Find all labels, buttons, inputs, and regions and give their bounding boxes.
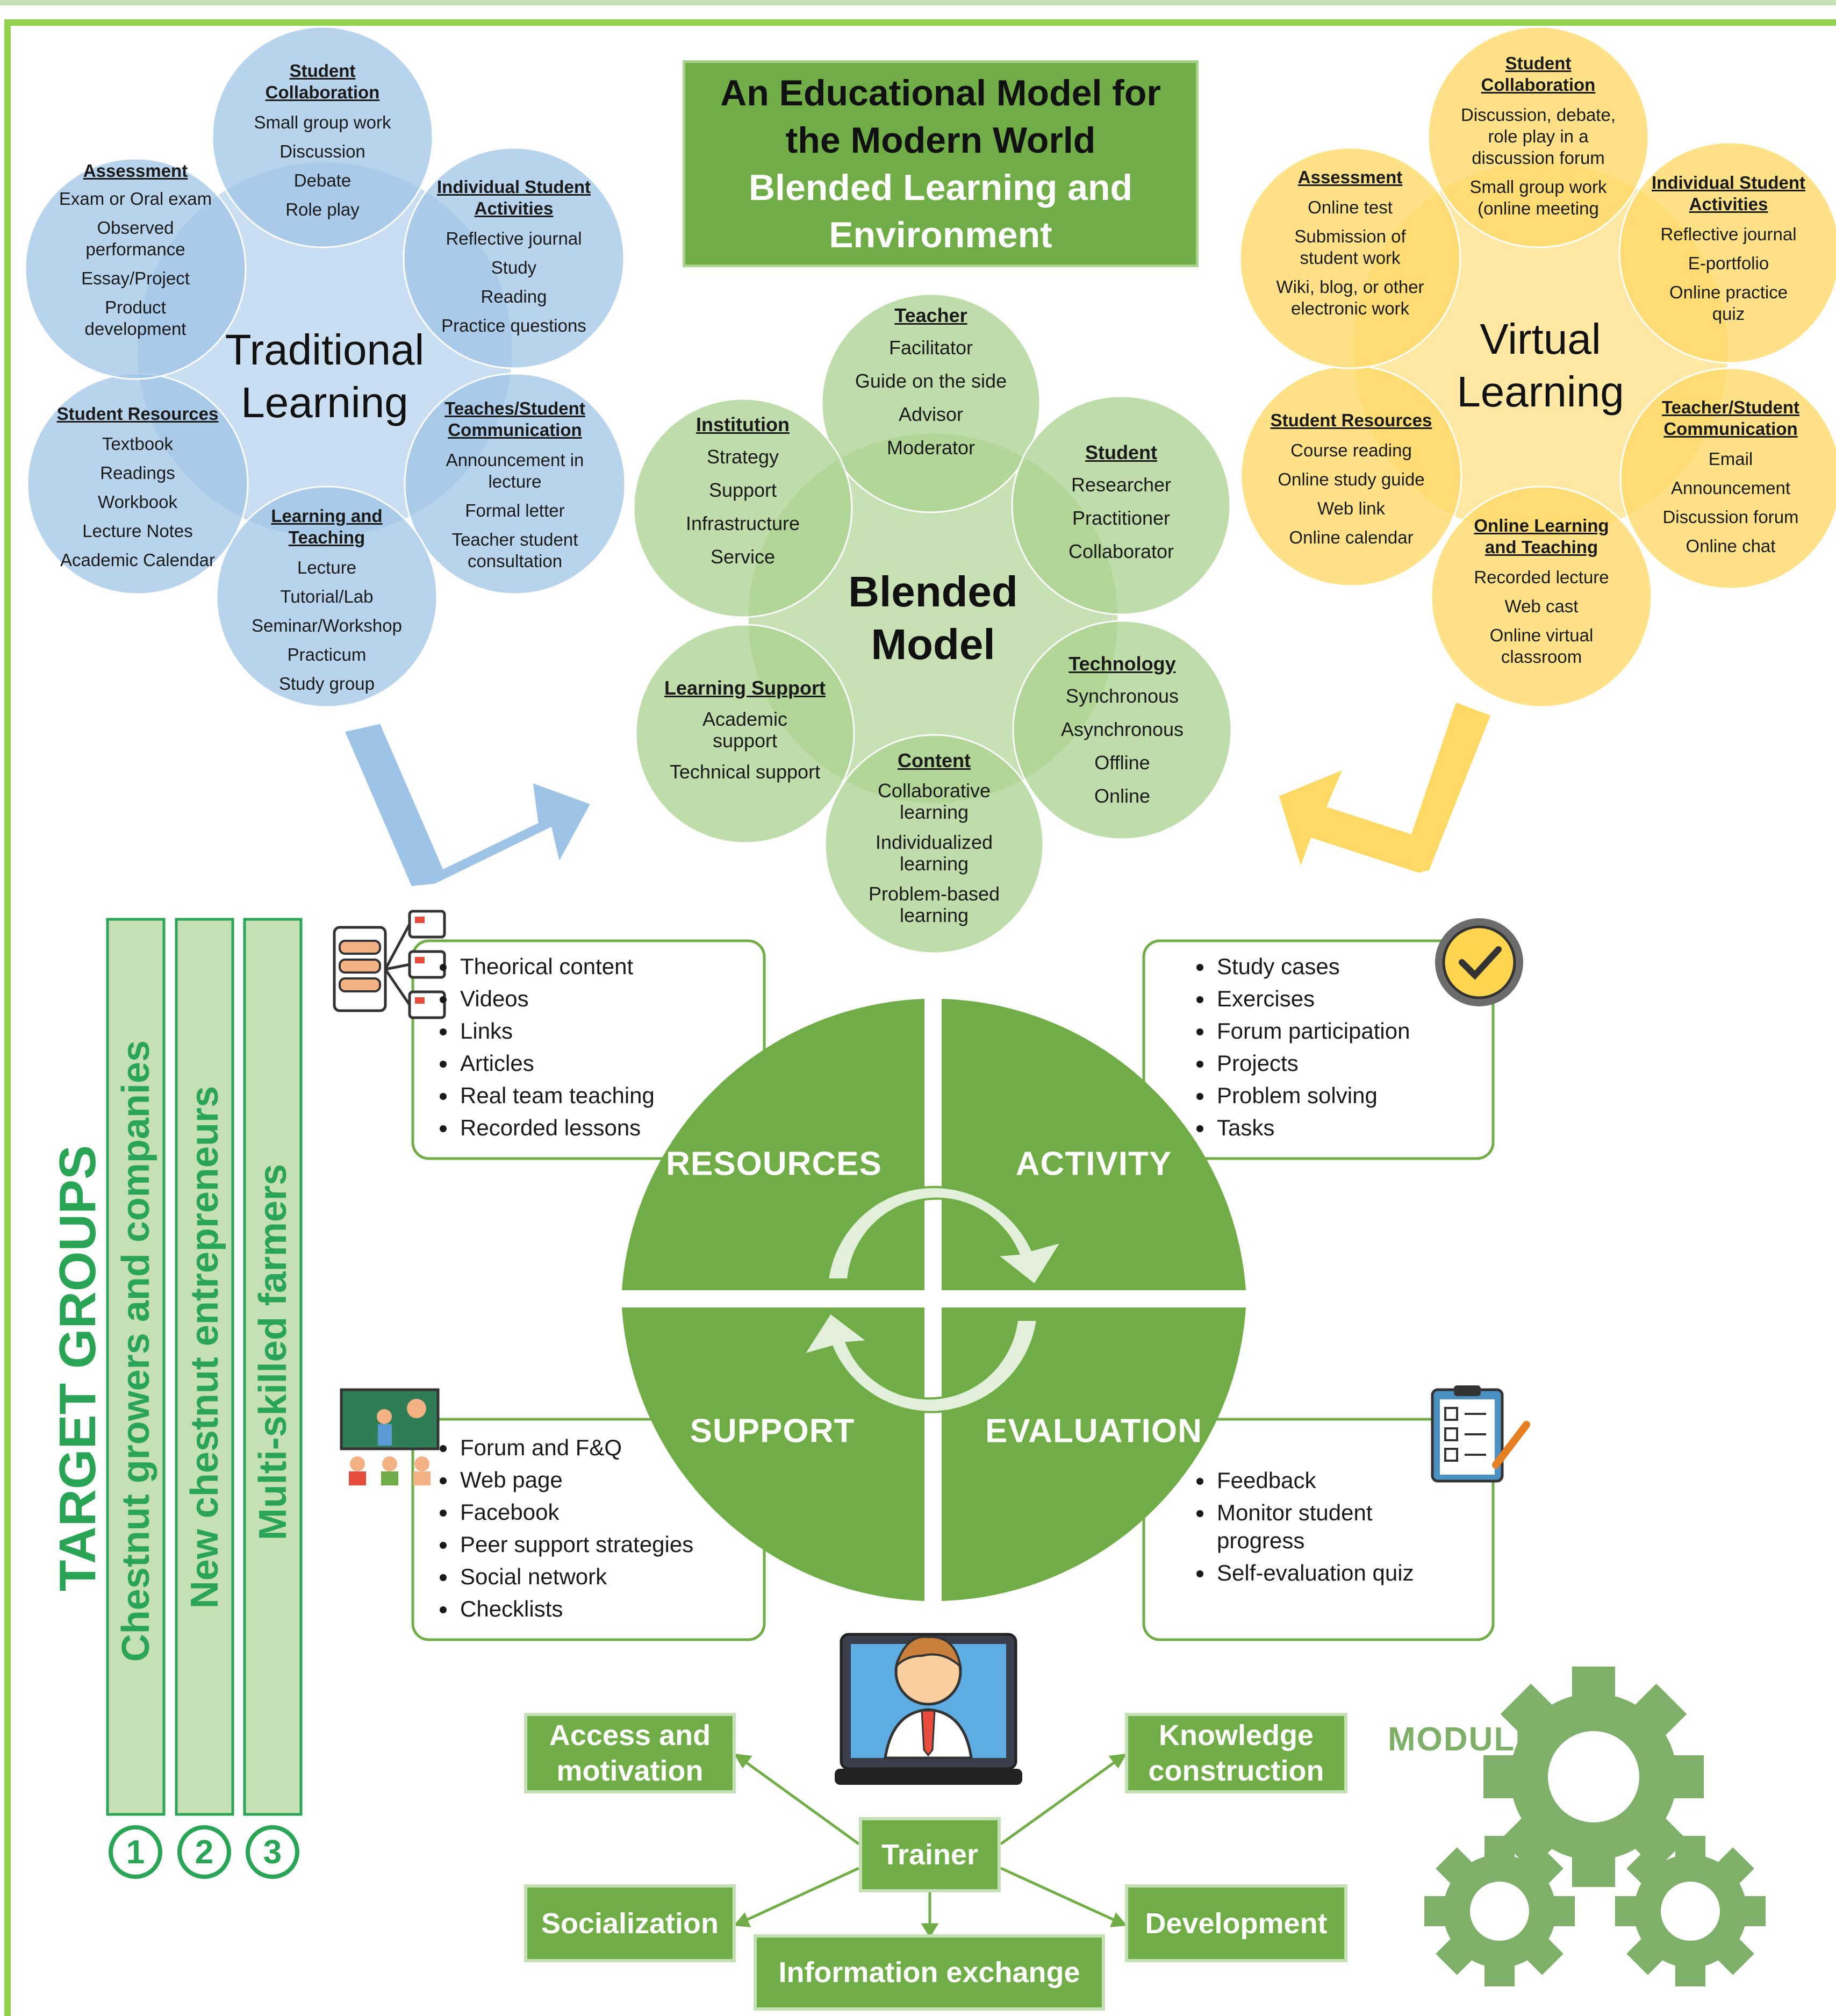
quadrant-resources-label: RESOURCES [666, 1145, 882, 1183]
list-item: Videos [457, 983, 655, 1015]
target-group-bars [106, 918, 303, 1816]
info-box-outlines [411, 939, 1495, 1641]
list-item: Feedback [1214, 1467, 1414, 1495]
list-item: Study cases [1214, 950, 1410, 983]
blend-teacher: Teacher Facilitator Guide on the side Ad… [855, 304, 1007, 459]
blended-center-label: Blended Model [848, 568, 1018, 668]
blended-circles [633, 293, 1232, 954]
trad-resources: Student Resources Textbook Readings Work… [56, 404, 219, 570]
cycle-quadrants [622, 999, 1246, 1601]
modules-label: MODULES [1388, 1721, 1562, 1758]
trainer-box: Trainer [859, 1817, 1001, 1892]
module-connectors [734, 1753, 1127, 1938]
target-group-2-label: New chestnut entrepreneurs [183, 1086, 226, 1609]
virt-resources: Student Resources Course reading Online … [1270, 410, 1432, 547]
module-socialization: Socialization [524, 1884, 736, 1962]
blend-institution: Institution Strategy Support Infrastruct… [685, 413, 800, 568]
list-item: Social network [457, 1561, 693, 1593]
teacher-board-icon [340, 1388, 440, 1485]
title-line-2: the Modern World [785, 120, 1096, 161]
frame-border [4, 19, 1836, 2016]
traditional-circles [24, 26, 626, 708]
target-group-1-number: 1 [109, 1825, 162, 1879]
blend-student: Student Researcher Practitioner Collabor… [1068, 441, 1174, 562]
list-item: Links [457, 1015, 655, 1047]
virt-assessment: Assessment Online test Submission of stu… [1276, 167, 1424, 318]
traditional-center-label: Traditional Learning [225, 326, 425, 426]
trad-assessment: Assessment Exam or Oral exam Observed pe… [59, 161, 212, 339]
list-item: Self-evaluation quiz [1214, 1559, 1414, 1587]
list-item: Checklists [457, 1593, 693, 1625]
blend-technology: Technology Synchronous Asynchronous Offl… [1060, 653, 1184, 807]
checkmark-clock-icon [1435, 918, 1523, 1006]
virt-collaboration: Student Collaboration Discussion, debate… [1461, 53, 1616, 218]
list-item: Tasks [1214, 1112, 1410, 1144]
title-line-3: Blended Learning and [748, 167, 1133, 208]
trainer-laptop-icon [835, 1633, 1022, 1785]
virt-communication: Teacher/Student Communication Email Anno… [1661, 397, 1800, 556]
title-box: An Educational Model for the Modern Worl… [683, 60, 1199, 267]
blend-content: Content Collaborative learning Individua… [868, 749, 1000, 926]
list-item: Web page [457, 1464, 693, 1496]
gears-icon [1424, 1667, 1766, 1986]
target-group-3-number: 3 [246, 1825, 299, 1879]
blue-arrow [342, 722, 593, 888]
list-item: Projects [1214, 1047, 1410, 1080]
target-group-2-number: 2 [177, 1825, 231, 1879]
checklist-icon [1431, 1385, 1530, 1483]
activity-list: Study cases Exercises Forum participatio… [1192, 950, 1410, 1144]
cycle-arrows [801, 1186, 1064, 1413]
quadrant-support-label: SUPPORT [690, 1412, 855, 1450]
list-item: Forum and F&Q [457, 1432, 693, 1464]
virt-individual: Individual Student Activities Reflective… [1652, 173, 1805, 324]
module-access-motivation: Access and motivation [524, 1713, 736, 1793]
target-group-1-label: Chestnut growers and companies [114, 1040, 157, 1662]
virt-online-learning: Online Learning and Teaching Recorded le… [1474, 516, 1609, 667]
virtual-center-label: Virtual Learning [1457, 315, 1624, 416]
blend-learning-support: Learning Support Academic support Techni… [664, 677, 826, 783]
target-group-3-label: Multi-skilled farmers [252, 1164, 295, 1541]
list-item: Problem solving [1214, 1080, 1410, 1112]
virtual-circles [1239, 26, 1836, 708]
trad-learning-teaching: Learning and Teaching Lecture Tutorial/L… [251, 506, 403, 694]
list-item: Recorded lessons [457, 1112, 655, 1144]
trad-communication: Teaches/Student Communication Announceme… [444, 398, 585, 571]
list-item: Articles [457, 1047, 655, 1080]
list-item: Forum participation [1214, 1015, 1410, 1047]
title-line-1: An Educational Model for [720, 73, 1161, 113]
yellow-arrow [1277, 700, 1493, 875]
list-item: Peer support strategies [457, 1528, 693, 1561]
module-information-exchange: Information exchange [754, 1934, 1105, 2011]
module-development: Development [1125, 1884, 1347, 1962]
resources-list: Theorical content Videos Links Articles … [435, 950, 655, 1144]
top-frame-line [0, 0, 1836, 5]
target-groups-title: TARGET GROUPS [49, 1145, 106, 1592]
trad-individual: Individual Student Activities Reflective… [437, 177, 591, 335]
module-knowledge-construction: Knowledge construction [1125, 1713, 1347, 1793]
database-icon [333, 910, 446, 1019]
list-item: Exercises [1214, 983, 1410, 1015]
support-list: Forum and F&Q Web page Facebook Peer sup… [435, 1432, 693, 1625]
list-item: Real team teaching [457, 1080, 655, 1112]
list-item: Theorical content [457, 950, 655, 983]
title-line-4: Environment [829, 215, 1052, 255]
quadrant-activity-label: ACTIVITY [1015, 1145, 1172, 1183]
trad-collaboration: Student Collaboration Small group work D… [254, 61, 391, 219]
list-item: Facebook [457, 1496, 693, 1528]
quadrant-evaluation-label: EVALUATION [985, 1412, 1202, 1450]
